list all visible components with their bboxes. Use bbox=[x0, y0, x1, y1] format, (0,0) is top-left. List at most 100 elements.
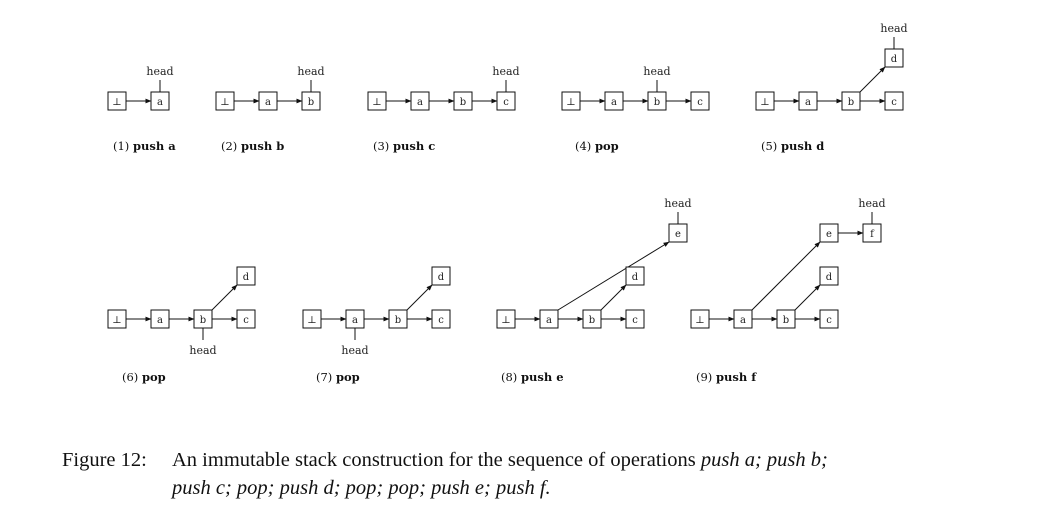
caption-sequence-line1: push a; push b; bbox=[700, 449, 828, 471]
head-label: head bbox=[664, 197, 691, 210]
node-box-bottom bbox=[215, 91, 235, 111]
node-label: e bbox=[826, 229, 832, 240]
edge-n2-n4 bbox=[600, 284, 627, 311]
panel-number: (7) bbox=[316, 370, 336, 384]
node-label: c bbox=[243, 315, 249, 326]
panel-number: (2) bbox=[221, 139, 241, 153]
head-label: head bbox=[341, 344, 368, 357]
node-label: ⊥ bbox=[372, 97, 381, 108]
node-box-bottom bbox=[690, 309, 710, 329]
node-label: ⊥ bbox=[566, 97, 575, 108]
panel-number: (6) bbox=[122, 370, 142, 384]
node-label: e bbox=[675, 229, 681, 240]
node-box-d bbox=[625, 266, 645, 286]
node-label: c bbox=[632, 315, 638, 326]
node-label: ⊥ bbox=[760, 97, 769, 108]
caption-text: An immutable stack construction for the … bbox=[172, 446, 972, 502]
head-label: head bbox=[880, 22, 907, 35]
panel-operation: push a bbox=[133, 139, 176, 153]
edge-n1-n5 bbox=[751, 241, 821, 311]
node-box-a bbox=[798, 91, 818, 111]
node-box-bottom bbox=[496, 309, 516, 329]
panel-caption: (8) push e bbox=[501, 370, 564, 384]
panel-operation: push b bbox=[241, 139, 284, 153]
node-box-b bbox=[582, 309, 602, 329]
panel-operation: push f bbox=[716, 370, 757, 384]
node-box-c bbox=[625, 309, 645, 329]
node-label: a bbox=[740, 315, 746, 326]
panel-caption: (3) push c bbox=[373, 139, 435, 153]
node-box-d bbox=[819, 266, 839, 286]
edge-n2-n4 bbox=[211, 284, 238, 311]
node-label: d bbox=[243, 272, 250, 283]
node-box-a bbox=[539, 309, 559, 329]
node-label: f bbox=[870, 229, 875, 240]
node-label: b bbox=[589, 315, 595, 326]
panel-number: (8) bbox=[501, 370, 521, 384]
panel-operation: push e bbox=[521, 370, 564, 384]
node-label: c bbox=[697, 97, 703, 108]
node-label: a bbox=[265, 97, 271, 108]
node-label: a bbox=[611, 97, 617, 108]
edge-n1-n5 bbox=[557, 241, 670, 311]
panel-caption: (2) push b bbox=[221, 139, 284, 153]
node-label: c bbox=[891, 97, 897, 108]
panel-operation: push d bbox=[781, 139, 824, 153]
node-label: d bbox=[438, 272, 445, 283]
node-box-c bbox=[884, 91, 904, 111]
node-label: c bbox=[503, 97, 509, 108]
node-box-d bbox=[236, 266, 256, 286]
panel-number: (5) bbox=[761, 139, 781, 153]
node-box-bottom bbox=[107, 91, 127, 111]
node-label: a bbox=[157, 315, 163, 326]
node-label: b bbox=[200, 315, 206, 326]
caption-label: Figure 12: bbox=[62, 449, 147, 471]
panel-operation: push c bbox=[393, 139, 435, 153]
node-box-c bbox=[236, 309, 256, 329]
edge-n2-n4 bbox=[406, 284, 433, 311]
head-label: head bbox=[297, 65, 324, 78]
head-label: head bbox=[492, 65, 519, 78]
node-box-bottom bbox=[755, 91, 775, 111]
node-label: ⊥ bbox=[307, 315, 316, 326]
node-label: a bbox=[805, 97, 811, 108]
node-box-bottom bbox=[107, 309, 127, 329]
node-box-b bbox=[453, 91, 473, 111]
panel-operation: pop bbox=[142, 370, 166, 384]
node-label: b bbox=[654, 97, 660, 108]
panel-number: (3) bbox=[373, 139, 393, 153]
panel-caption: (4) pop bbox=[575, 139, 619, 153]
node-box-b bbox=[776, 309, 796, 329]
head-label: head bbox=[189, 344, 216, 357]
node-label: c bbox=[438, 315, 444, 326]
node-box-e bbox=[819, 223, 839, 243]
panel-caption: (7) pop bbox=[316, 370, 360, 384]
node-box-d bbox=[431, 266, 451, 286]
edge-n2-n4 bbox=[859, 66, 886, 93]
node-label: a bbox=[546, 315, 552, 326]
node-label: ⊥ bbox=[220, 97, 229, 108]
panel-caption: (5) push d bbox=[761, 139, 824, 153]
panel-number: (1) bbox=[113, 139, 133, 153]
node-box-c bbox=[690, 91, 710, 111]
node-label: d bbox=[632, 272, 639, 283]
panel-caption: (9) push f bbox=[696, 370, 757, 384]
node-label: a bbox=[352, 315, 358, 326]
panel-caption: (6) pop bbox=[122, 370, 166, 384]
node-box-bottom bbox=[302, 309, 322, 329]
node-box-bottom bbox=[367, 91, 387, 111]
head-label: head bbox=[858, 197, 885, 210]
node-label: a bbox=[157, 97, 163, 108]
node-label: b bbox=[783, 315, 789, 326]
node-box-a bbox=[604, 91, 624, 111]
